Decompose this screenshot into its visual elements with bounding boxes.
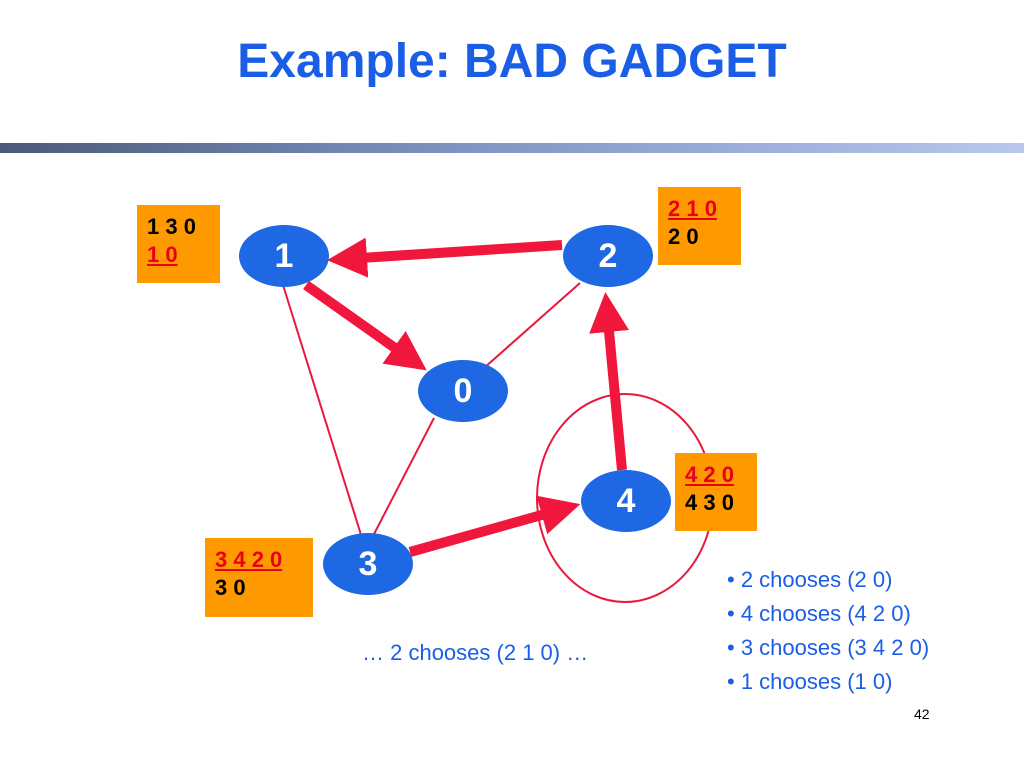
page-number: 42 xyxy=(914,706,930,722)
node-4-path-table: 4 2 0 4 3 0 xyxy=(675,453,757,531)
node-2-path-row-1: 2 1 0 xyxy=(668,196,717,221)
bullet-item: • 4 chooses (4 2 0) xyxy=(727,601,911,626)
title-divider-bar xyxy=(0,143,1024,153)
cycle-footnote: … 2 chooses (2 1 0) … xyxy=(362,640,589,665)
node-4: 4 xyxy=(581,470,671,532)
arrow-2-to-1 xyxy=(327,237,563,278)
node-1: 1 xyxy=(239,225,329,287)
bullet-item: • 3 chooses (3 4 2 0) xyxy=(727,635,930,660)
slide-title: Example: BAD GADGET xyxy=(237,35,787,88)
node-2-path-row-2: 2 0 xyxy=(668,224,699,249)
bullet-item: • 1 chooses (1 0) xyxy=(727,669,893,694)
edge-1-3 xyxy=(282,284,363,539)
node-4-path-row-2: 4 3 0 xyxy=(685,490,734,515)
node-1-path-row-1: 1 3 0 xyxy=(147,214,196,239)
node-1-path-table: 1 3 0 1 0 xyxy=(137,205,220,283)
bullet-item: • 2 chooses (2 0) xyxy=(727,567,893,592)
node-3: 3 xyxy=(323,533,413,595)
node-4-path-row-1: 4 2 0 xyxy=(685,462,734,487)
node-3-path-row-2: 3 0 xyxy=(215,575,246,600)
choice-bullet-list: • 2 chooses (2 0) • 4 chooses (4 2 0) • … xyxy=(727,563,929,699)
node-3-path-row-1: 3 4 2 0 xyxy=(215,547,283,572)
node-1-path-row-2: 1 0 xyxy=(147,242,178,267)
arrow-1-to-0 xyxy=(303,280,427,371)
arrow-4-to-2 xyxy=(589,292,629,471)
arrow-3-to-4 xyxy=(408,495,581,557)
node-2-path-table: 2 1 0 2 0 xyxy=(658,187,741,265)
node-2: 2 xyxy=(563,225,653,287)
edge-0-2 xyxy=(483,282,581,369)
edge-0-3 xyxy=(371,417,435,539)
node-3-path-table: 3 4 2 0 3 0 xyxy=(205,538,313,617)
node-0: 0 xyxy=(418,360,508,422)
